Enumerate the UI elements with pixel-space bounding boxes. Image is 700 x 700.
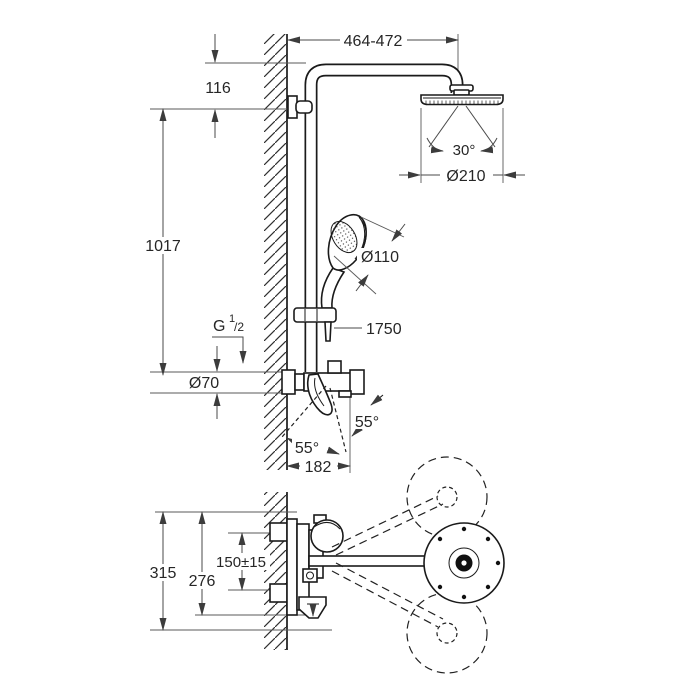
arm-reach-label: 464-472 [344,33,403,50]
head-diameter-label: Ø210 [446,168,485,185]
connection-distance-dimension: 150±15 [214,532,270,591]
mixer-projection-label: 182 [305,459,332,476]
wall-plan [264,492,288,650]
hose-length-label: 1750 [366,321,402,338]
thread-base-label: G [213,318,225,335]
thread-denominator-label: /2 [234,320,244,334]
mixer-plan [269,514,451,619]
head-shower-plan [423,522,505,604]
thread-numerator-label: 1 [229,313,235,325]
plan-inner-dimension: 276 [182,511,223,616]
wall-bracket [287,95,313,119]
escutcheon-diameter-label: Ø70 [189,375,219,392]
swivel-right-label: 55° [355,414,379,431]
spray-nozzles [425,100,499,104]
arm-drop-label: 116 [205,80,231,97]
riser-height-label: 1017 [145,238,181,255]
spray-angle-annotation: 30° [426,105,498,159]
plan-total-dimension: 315 [142,511,185,631]
escutcheon-diameter-dimension: Ø70 [181,346,229,419]
head-shower [420,84,504,106]
plan-total-label: 315 [150,565,177,582]
swivel-left-label: 55° [295,440,319,457]
reference-lines-elevation [150,34,504,473]
riser-height-dimension: 1017 [141,108,185,376]
spray-angle-label: 30° [453,142,476,159]
mixer-projection-dimension: 182 [286,458,351,476]
wall-elevation [264,34,288,470]
head-rim-dots [437,526,501,600]
arm-reach-dimension: 464-472 [287,31,459,50]
thread-size-annotation: G 1 /2 [212,313,247,364]
plan-inner-label: 276 [189,573,216,590]
connection-distance-label: 150±15 [216,554,266,571]
bath-mixer [281,360,365,416]
hand-shower-diameter-label: Ø110 [361,249,399,266]
head-diameter-dimension: Ø210 [399,166,525,185]
hand-shower-diameter-dimension: Ø110 [333,216,406,295]
shower-pipe [304,63,464,372]
lever-swivel-annotations: 55° 55° [281,385,384,457]
hose-length-annotation: 1750 [334,321,402,338]
arm-drop-dimension: 116 [205,34,231,138]
